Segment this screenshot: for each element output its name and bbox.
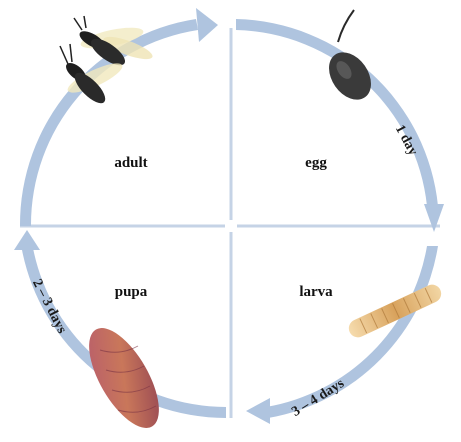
egg-icon: [320, 10, 379, 108]
arrowhead-pupa-to-adult: [14, 230, 40, 250]
pupa-icon: [75, 318, 173, 439]
stage-label-pupa: pupa: [115, 284, 148, 300]
stage-label-adult: adult: [114, 155, 147, 171]
duration-pupa-to-adult: 2 – 3 days: [29, 277, 69, 337]
duration-larva-to-pupa: 3 – 4 days: [289, 376, 347, 420]
arrowhead-egg-to-larva: [424, 204, 444, 232]
stage-label-egg: egg: [305, 155, 327, 171]
arrowhead-larva-to-pupa: [246, 398, 270, 424]
arrowhead-adult-to-egg: [196, 8, 218, 42]
arrow-egg-to-larva: [236, 19, 438, 206]
stage-label-larva: larva: [299, 284, 333, 300]
center-gap: [225, 220, 237, 232]
